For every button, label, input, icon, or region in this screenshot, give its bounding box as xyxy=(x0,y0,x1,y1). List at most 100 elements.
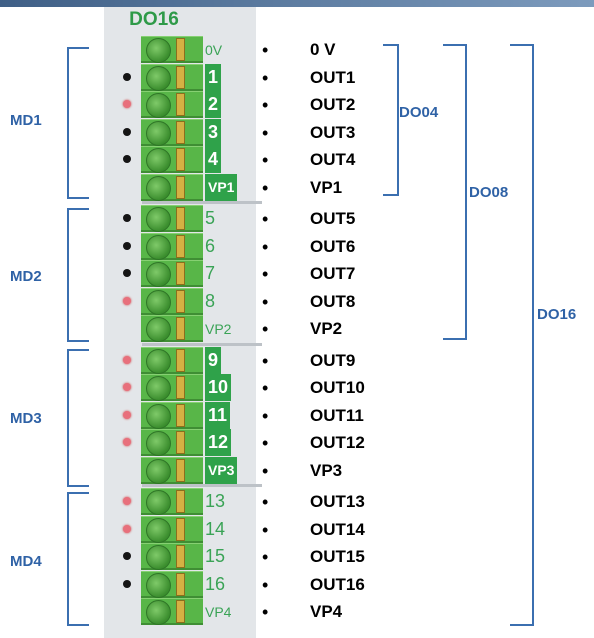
led-on-indicator xyxy=(123,497,131,505)
release-lever xyxy=(176,317,185,340)
signal-label: OUT8 xyxy=(310,291,356,311)
terminal-row: VP1•VP1 xyxy=(0,173,594,201)
pin-label: 8 xyxy=(205,290,216,311)
module-title: DO16 xyxy=(129,9,179,30)
pin-label: 3 xyxy=(205,118,222,146)
pin-label: 4 xyxy=(205,146,222,173)
wire-entry-hole xyxy=(146,545,171,570)
led-off-indicator xyxy=(123,269,131,277)
md4-bracket xyxy=(67,492,89,626)
wire-entry-hole xyxy=(146,93,171,118)
pin-label: VP3 xyxy=(205,456,238,484)
release-lever xyxy=(176,545,185,568)
release-lever xyxy=(176,175,185,199)
signal-label: 0 V xyxy=(310,40,336,59)
bullet-marker: • xyxy=(262,67,269,88)
top-banner-strip xyxy=(0,0,594,7)
signal-label: VP3 xyxy=(310,460,343,480)
bullet-marker: • xyxy=(262,460,269,481)
pin-label: 2 xyxy=(205,91,222,118)
md1-bracket xyxy=(67,47,89,199)
bullet-marker: • xyxy=(262,378,269,398)
terminal-row: 2•OUT2 xyxy=(0,91,594,118)
led-on-indicator xyxy=(123,410,131,419)
release-lever xyxy=(176,148,185,171)
signal-label: OUT5 xyxy=(310,209,356,228)
release-lever xyxy=(176,207,185,230)
terminal-row: 10•OUT10 xyxy=(0,374,594,401)
md2-label: MD2 xyxy=(10,268,42,285)
pin-label: VP2 xyxy=(205,320,232,337)
wire-entry-hole xyxy=(146,600,171,625)
release-lever xyxy=(176,572,185,596)
release-lever xyxy=(176,376,185,399)
pin-label: 16 xyxy=(205,573,226,594)
release-lever xyxy=(176,234,185,258)
do04-bracket xyxy=(383,44,399,196)
pin-label: 15 xyxy=(205,546,226,566)
terminal-row: VP2 • VP2 xyxy=(0,315,594,342)
release-lever xyxy=(176,120,185,144)
wire-entry-hole xyxy=(146,517,171,543)
signal-label: OUT13 xyxy=(310,492,365,511)
signal-label: OUT14 xyxy=(310,519,365,539)
terminal-row: 16•OUT16 xyxy=(0,570,594,598)
pin-label: 7 xyxy=(205,263,216,283)
wire-entry-hole xyxy=(146,289,171,315)
wire-entry-hole xyxy=(146,317,171,342)
led-on-indicator xyxy=(123,355,131,364)
terminal-row: 4•OUT4 xyxy=(0,146,594,173)
terminal-row: 14•OUT14 xyxy=(0,515,594,543)
bullet-marker: • xyxy=(262,405,269,426)
signal-label: VP2 xyxy=(310,319,343,338)
terminal-row: 9•OUT9 xyxy=(0,346,594,374)
md2-bracket xyxy=(67,208,89,342)
wire-entry-hole xyxy=(146,490,171,515)
wire-entry-hole xyxy=(146,431,171,456)
terminal-row: 0V•0 V xyxy=(0,36,594,63)
pin-label: VP4 xyxy=(205,603,232,620)
do16-label: DO16 xyxy=(537,306,577,323)
wire-entry-hole xyxy=(146,403,171,429)
block-separator xyxy=(142,342,262,346)
signal-label: OUT4 xyxy=(310,150,356,169)
release-lever xyxy=(176,490,185,513)
pin-label: 5 xyxy=(205,208,216,228)
release-lever xyxy=(176,38,185,61)
release-lever xyxy=(176,65,185,89)
bullet-marker: • xyxy=(262,236,269,257)
led-off-indicator xyxy=(123,155,131,163)
signal-label: OUT16 xyxy=(310,574,365,594)
bullet-marker: • xyxy=(262,492,269,512)
wire-entry-hole xyxy=(146,262,171,287)
led-off-indicator xyxy=(123,127,131,136)
led-on-indicator xyxy=(123,296,131,305)
terminal-row: VP3 • VP3 xyxy=(0,456,594,484)
md4-label: MD4 xyxy=(10,553,42,570)
wire-entry-hole xyxy=(146,207,171,232)
pin-label: 11 xyxy=(205,401,231,429)
terminal-row: 6•OUT6 xyxy=(0,232,594,260)
pin-label: 9 xyxy=(205,346,222,374)
terminal-row: 5 • OUT5 xyxy=(0,205,594,232)
pin-label: 6 xyxy=(205,235,216,256)
release-lever xyxy=(176,289,185,313)
bullet-marker: • xyxy=(262,519,269,540)
bullet-marker: • xyxy=(262,319,269,339)
signal-label: VP4 xyxy=(310,602,343,621)
led-on-indicator xyxy=(123,524,131,533)
terminal-row: 15•OUT15 xyxy=(0,543,594,570)
release-lever xyxy=(176,262,185,285)
terminal-row: 8•OUT8 xyxy=(0,287,594,315)
release-lever xyxy=(176,600,185,623)
bullet-marker: • xyxy=(262,209,269,229)
signal-label: OUT3 xyxy=(310,122,356,142)
signal-label: OUT2 xyxy=(310,95,356,114)
pin-label: 10 xyxy=(205,374,232,401)
wire-entry-hole xyxy=(146,376,171,401)
release-lever xyxy=(176,348,185,372)
signal-label: OUT1 xyxy=(310,67,356,87)
md1-label: MD1 xyxy=(10,112,42,129)
bullet-marker: • xyxy=(262,122,269,143)
bullet-marker: • xyxy=(262,433,269,453)
